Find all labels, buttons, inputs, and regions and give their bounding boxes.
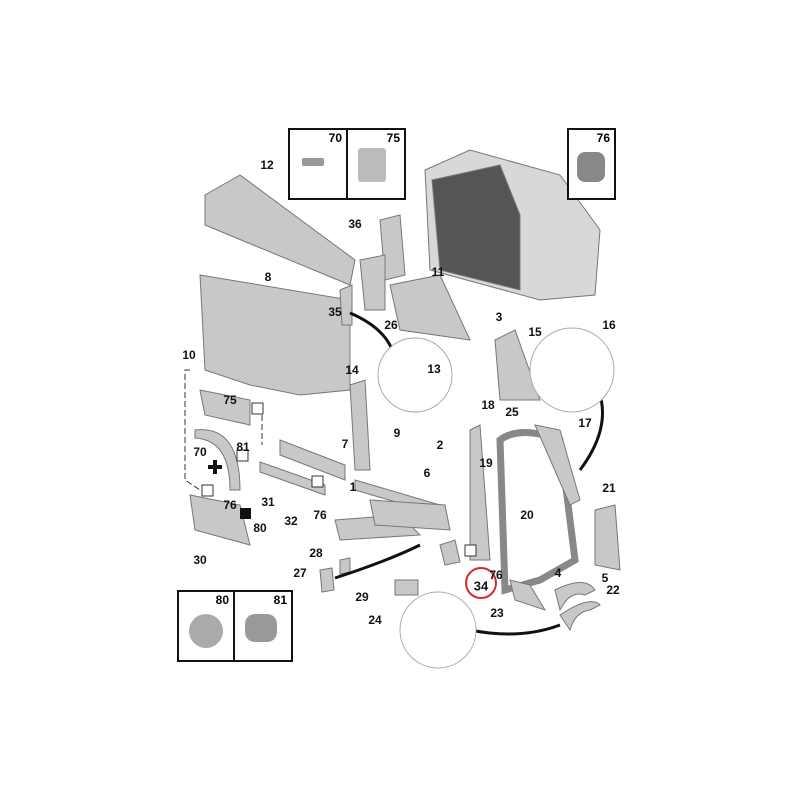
part-27 (319, 567, 335, 593)
part-label: 35 (328, 305, 342, 319)
part-22-arch (559, 601, 601, 632)
part-label: 7 (341, 437, 349, 451)
clip-75-cell: 75 (348, 130, 404, 198)
highlight-circle-34 (465, 567, 497, 599)
part-label: 76 (223, 498, 237, 512)
screw-70-label: 70 (328, 131, 342, 145)
part-label: 29 (355, 590, 369, 604)
part-label: 26 (384, 318, 398, 332)
part-label: 76 (489, 568, 503, 582)
part-label: 27 (293, 566, 307, 580)
grommet-81-cell: 81 (235, 592, 291, 660)
screw-70-cell: 70 (290, 130, 348, 198)
part-9-pillar (349, 379, 371, 471)
clip-nut-icon (358, 148, 386, 182)
fastener-box-top-right: 76 (567, 128, 616, 200)
part-label: 75 (223, 393, 237, 407)
part-label: 15 (528, 325, 542, 339)
round-clip-icon (189, 614, 223, 648)
clip-80-label: 80 (215, 593, 229, 607)
part-label: 18 (481, 398, 495, 412)
detail-circle-23-24 (399, 591, 477, 669)
part-label: 30 (193, 553, 207, 567)
part-label: 4 (554, 566, 562, 580)
part-5-arch (554, 582, 596, 612)
fastener-box-top-left: 70 75 (288, 128, 406, 200)
part-label: 22 (606, 583, 620, 597)
part-label: 14 (345, 363, 359, 377)
part-label: 17 (578, 416, 592, 430)
part-3 (494, 329, 541, 401)
part-label: 36 (348, 217, 362, 231)
part-26-bracket (359, 254, 386, 311)
part-label: 1 (349, 480, 357, 494)
part-4 (509, 579, 547, 611)
part-label: 10 (182, 348, 196, 362)
part-label: 8 (264, 270, 272, 284)
part-label: 32 (284, 514, 298, 528)
part-label: 2 (436, 438, 444, 452)
part-label: 20 (520, 508, 534, 522)
part-label: 12 (260, 158, 274, 172)
part-label: 21 (602, 481, 616, 495)
part-label: 9 (393, 426, 401, 440)
clip-75-label: 75 (386, 131, 400, 145)
part-35 (339, 284, 353, 326)
part-label: 25 (505, 405, 519, 419)
part-18 (469, 424, 491, 561)
part-label: 13 (427, 362, 441, 376)
part-label: 28 (309, 546, 323, 560)
part-29 (394, 579, 419, 596)
part-32 (259, 461, 326, 496)
grommet-icon (245, 614, 277, 642)
part-30 (189, 494, 251, 546)
clip-80-marker (240, 508, 251, 519)
part-label: 70 (193, 445, 207, 459)
part-70-arch (194, 429, 241, 491)
part-label: 76 (313, 508, 327, 522)
screw-70-marker (208, 460, 222, 474)
part-21 (594, 504, 621, 571)
part-label: 23 (490, 606, 504, 620)
part-7 (279, 439, 346, 481)
part-11 (389, 274, 471, 341)
fastener-box-bottom-left: 80 81 (177, 590, 293, 662)
part-label: 24 (368, 613, 382, 627)
part-label: 11 (431, 265, 445, 279)
detail-circle-15-16 (529, 327, 615, 413)
part-label: 16 (602, 318, 616, 332)
screw-icon (302, 158, 324, 166)
detail-circle-13 (377, 337, 453, 413)
part-label: 6 (423, 466, 431, 480)
part-12-roof-rail (204, 174, 356, 286)
part-label: 19 (479, 456, 493, 470)
part-label: 80 (253, 521, 267, 535)
van-side-dark (431, 164, 521, 291)
grommet-81-label: 81 (273, 593, 287, 607)
highlighted-part-label[interactable]: 34 (473, 578, 489, 594)
part-28 (339, 557, 351, 575)
plug-clip-icon (577, 152, 605, 182)
part-label: 31 (261, 495, 275, 509)
part-label: 81 (236, 440, 250, 454)
clip-76-label: 76 (596, 131, 610, 145)
clip-80-cell: 80 (179, 592, 235, 660)
part-1-step (369, 499, 451, 531)
part-8-side-panel (199, 274, 351, 396)
part-17 (534, 424, 581, 506)
part-label: 5 (601, 571, 609, 585)
part-34 (439, 539, 461, 566)
part-10 (199, 389, 251, 426)
part-label: 3 (495, 310, 503, 324)
